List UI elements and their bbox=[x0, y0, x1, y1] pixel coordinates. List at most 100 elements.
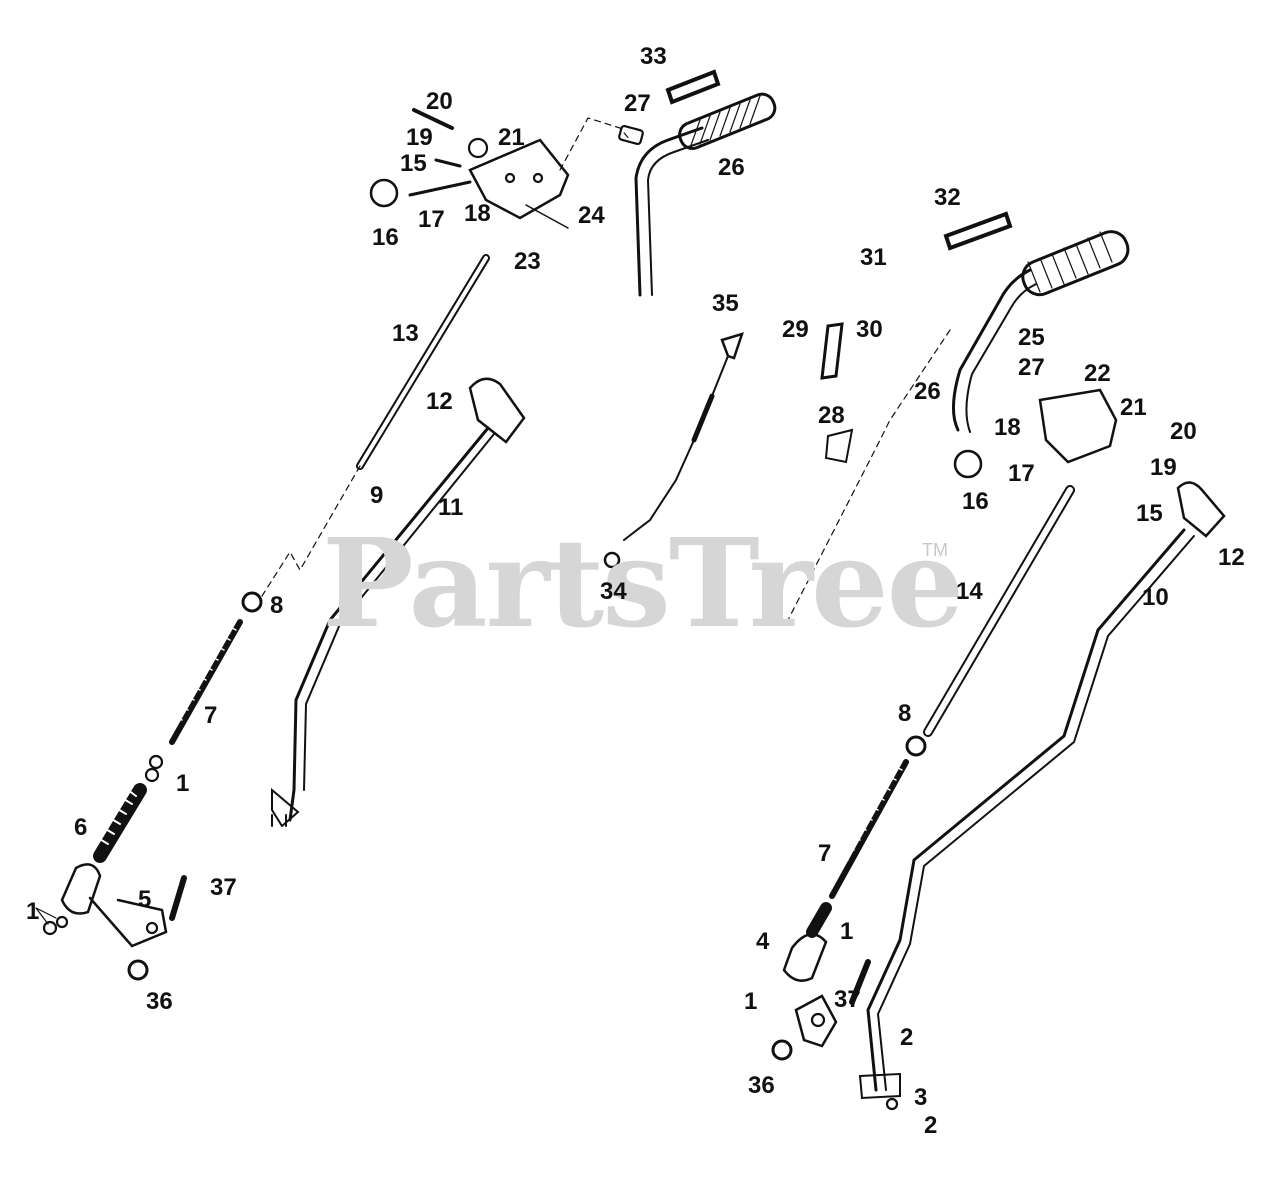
callout-12: 12 bbox=[1218, 544, 1245, 571]
left-dash-2 bbox=[261, 465, 361, 597]
left-lever-foot bbox=[271, 787, 300, 828]
callout-25: 25 bbox=[1018, 324, 1045, 351]
right-housing-4 bbox=[782, 933, 828, 982]
callout-18: 18 bbox=[464, 200, 491, 227]
callout-33: 33 bbox=[640, 43, 667, 70]
left-rod-7 bbox=[169, 619, 243, 745]
right-pad-12 bbox=[1176, 481, 1226, 538]
left-bolt-37 bbox=[169, 875, 187, 921]
callout-20: 20 bbox=[426, 88, 453, 115]
callout-36: 36 bbox=[146, 988, 173, 1015]
left-spring-6-coils bbox=[97, 789, 137, 845]
right-knob-16 bbox=[953, 449, 983, 479]
callout-2-lower: 2 bbox=[924, 1112, 938, 1139]
right-grip-ribs bbox=[1027, 231, 1113, 293]
left-clip-1d bbox=[55, 915, 69, 929]
right-bolt-37 bbox=[849, 959, 871, 1005]
callout-1: 1 bbox=[840, 918, 854, 945]
right-nut-36 bbox=[771, 1039, 793, 1061]
callout-1-lower: 1 bbox=[744, 988, 758, 1015]
right-lever-10 bbox=[866, 528, 1186, 1092]
left-lever-stud bbox=[271, 814, 287, 827]
left-washer-21 bbox=[467, 137, 489, 159]
callout-26: 26 bbox=[718, 154, 745, 181]
callout-23: 23 bbox=[514, 248, 541, 275]
left-yoke-5 bbox=[88, 896, 168, 948]
callout-29: 29 bbox=[782, 316, 809, 343]
left-handle-tube-inner bbox=[646, 139, 709, 296]
right-handle-tube bbox=[952, 268, 1032, 432]
callout-11: 11 bbox=[438, 494, 464, 521]
right-yoke bbox=[794, 994, 838, 1048]
left-lever-9-b bbox=[303, 433, 495, 791]
left-handle-tube bbox=[634, 126, 704, 297]
left-grip-ribs bbox=[689, 95, 761, 149]
callout-19: 19 bbox=[406, 124, 433, 151]
right-grip bbox=[1021, 230, 1130, 297]
left-clip-1c bbox=[42, 920, 58, 936]
left-rod-7-thread bbox=[173, 625, 237, 721]
left-housing bbox=[60, 863, 102, 915]
right-rod-14-inner bbox=[925, 487, 1073, 735]
right-lever-10-b bbox=[876, 535, 1195, 1091]
callout-28: 28 bbox=[818, 402, 845, 429]
left-knob-16 bbox=[369, 178, 399, 208]
left-grip bbox=[678, 92, 777, 150]
callout-2: 2 bbox=[900, 1024, 914, 1051]
callout-19: 19 bbox=[1150, 454, 1177, 481]
callout-7: 7 bbox=[204, 702, 218, 729]
right-clip-28 bbox=[824, 428, 854, 464]
callout-15: 15 bbox=[400, 150, 427, 177]
callout-16: 16 bbox=[372, 224, 399, 251]
callout-8: 8 bbox=[270, 592, 284, 619]
right-rod-7-thread bbox=[839, 765, 903, 861]
callout-30: 30 bbox=[856, 316, 883, 343]
callout-3: 3 bbox=[914, 1084, 928, 1111]
callout-20: 20 bbox=[1170, 418, 1197, 445]
callout-8: 8 bbox=[898, 700, 912, 727]
callout-1-lower: 1 bbox=[26, 898, 40, 925]
left-nut-8 bbox=[241, 591, 263, 613]
callout-31: 31 bbox=[860, 244, 887, 271]
callout-12: 12 bbox=[426, 388, 453, 415]
right-foot bbox=[858, 1072, 901, 1100]
callout-27: 27 bbox=[1018, 354, 1045, 381]
callout-16: 16 bbox=[962, 488, 989, 515]
callout-22: 22 bbox=[1084, 360, 1111, 387]
center-cable bbox=[623, 355, 729, 541]
callout-17: 17 bbox=[418, 206, 445, 233]
left-bracket-hole bbox=[504, 172, 516, 184]
callout-18: 18 bbox=[994, 414, 1021, 441]
left-pointer-1 bbox=[35, 907, 57, 925]
left-rod-17 bbox=[408, 180, 472, 197]
left-nut-36 bbox=[127, 959, 149, 981]
right-dash-1 bbox=[787, 329, 951, 621]
callout-37: 37 bbox=[834, 986, 861, 1013]
callout-37: 37 bbox=[210, 874, 237, 901]
left-pin-24 bbox=[525, 204, 569, 229]
left-decal-33 bbox=[665, 69, 721, 105]
left-bolt-20 bbox=[412, 108, 454, 130]
left-rod-13-inner bbox=[358, 256, 488, 468]
callout-34: 34 bbox=[600, 578, 627, 605]
right-nut-8 bbox=[905, 735, 927, 757]
left-dash-1 bbox=[559, 117, 631, 171]
callout-32: 32 bbox=[934, 184, 961, 211]
callout-35: 35 bbox=[712, 290, 739, 317]
center-cable-sleeve bbox=[691, 393, 715, 443]
right-decal-32 bbox=[943, 211, 1013, 251]
left-bracket bbox=[468, 138, 570, 220]
callout-7: 7 bbox=[818, 840, 832, 867]
left-clip-1a bbox=[148, 754, 164, 770]
center-nut-34 bbox=[603, 551, 621, 569]
callout-6: 6 bbox=[74, 814, 88, 841]
right-yoke-hole bbox=[810, 1012, 826, 1028]
right-rod-7 bbox=[829, 759, 909, 899]
left-screw-15 bbox=[434, 158, 462, 168]
callout-17: 17 bbox=[1008, 460, 1035, 487]
left-yoke-hole bbox=[145, 921, 159, 935]
callout-1: 1 bbox=[176, 770, 190, 797]
callout-4: 4 bbox=[756, 928, 770, 955]
callout-5: 5 bbox=[138, 886, 152, 913]
